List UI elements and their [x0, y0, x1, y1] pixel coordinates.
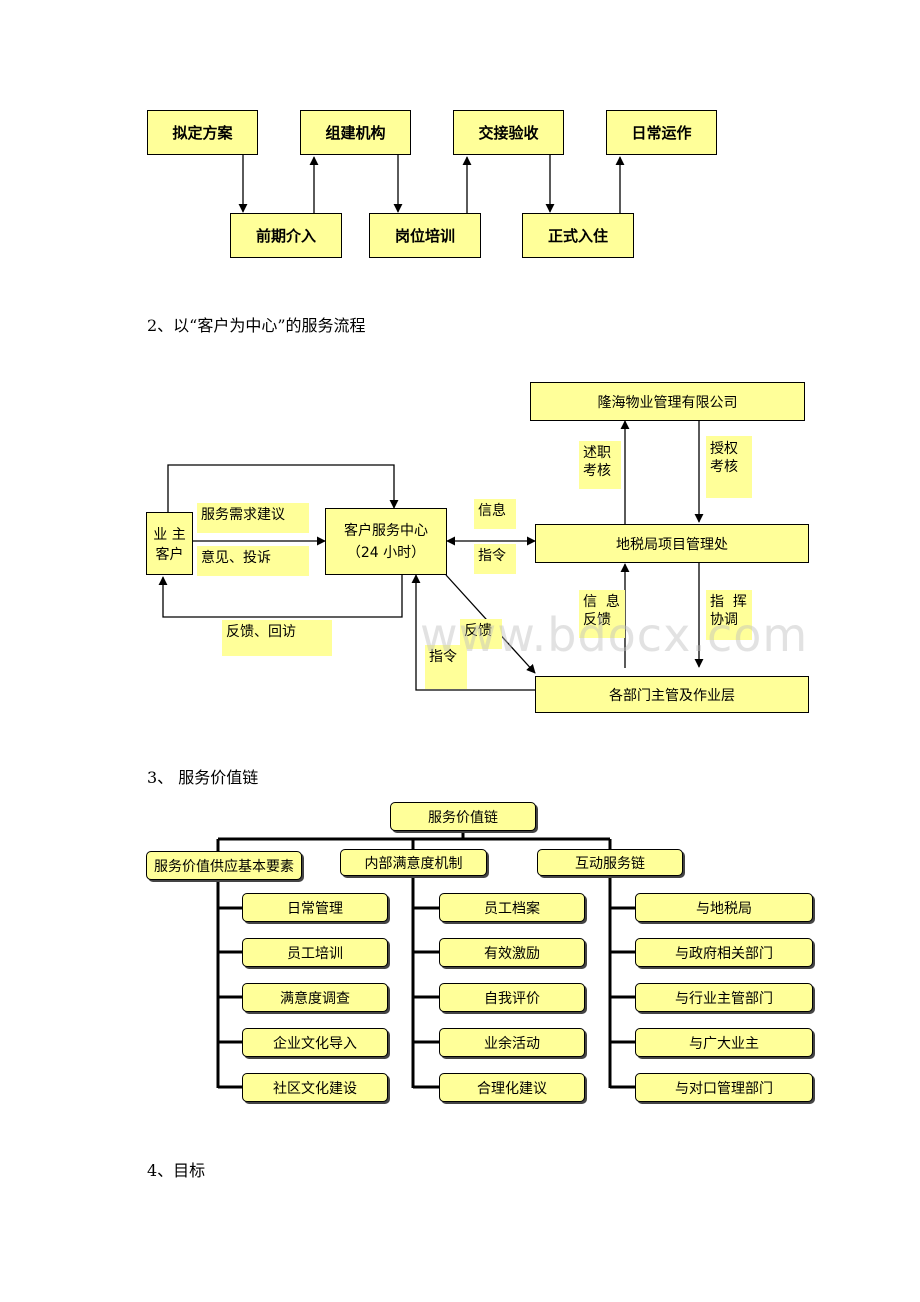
value-chain-tree	[216, 831, 635, 1089]
item-satisfaction-survey: 满意度调查	[242, 983, 388, 1012]
section3-heading: 3、 服务价值链	[147, 768, 259, 787]
item-community-culture: 社区文化建设	[242, 1073, 388, 1102]
flow1-step-training: 岗位培训	[369, 213, 481, 258]
departments-box: 各部门主管及作业层	[535, 676, 809, 713]
flow1-step-daily: 日常运作	[606, 110, 717, 155]
service-request-label: 服务需求建议	[197, 503, 309, 533]
command-label: 指令	[474, 544, 516, 574]
value-chain-root: 服务价值链	[390, 802, 536, 831]
tax-office-box: 地税局项目管理处	[535, 524, 809, 563]
section4-heading: 4、目标	[147, 1161, 206, 1180]
item-with-tax-bureau: 与地税局	[635, 893, 813, 922]
command2-label: 指令	[425, 645, 467, 689]
item-with-government: 与政府相关部门	[635, 938, 813, 967]
item-with-counterpart-departments: 与对口管理部门	[635, 1073, 813, 1102]
item-leisure-activities: 业余活动	[439, 1028, 585, 1057]
flow1-step-plan: 拟定方案	[147, 110, 258, 155]
item-with-industry-authority: 与行业主管部门	[635, 983, 813, 1012]
item-corporate-culture: 企业文化导入	[242, 1028, 388, 1057]
item-with-owners: 与广大业主	[635, 1028, 813, 1057]
branch-interactive-chain: 互动服务链	[537, 849, 683, 876]
item-staff-files: 员工档案	[439, 893, 585, 922]
feedback-label: 反馈	[460, 619, 502, 649]
info-label: 信息	[474, 499, 516, 529]
branch-supply-elements: 服务价值供应基本要素	[146, 851, 302, 880]
item-daily-management: 日常管理	[242, 893, 388, 922]
flow1-step-handover: 交接验收	[453, 110, 564, 155]
flow1-step-movein: 正式入住	[522, 213, 634, 258]
authorize-label: 授权 考核	[706, 436, 752, 498]
item-suggestions: 合理化建议	[439, 1073, 585, 1102]
watermark: www.bdocx.com	[420, 608, 809, 662]
service-center-box: 客户服务中心 （24 小时）	[325, 508, 447, 575]
direct-label: 指 挥 协调	[706, 590, 752, 640]
flow2-arrows	[158, 420, 704, 691]
flow1-arrows	[238, 155, 625, 213]
report-label: 述职 考核	[579, 441, 621, 489]
flow1-step-early: 前期介入	[230, 213, 342, 258]
owner-box: 业 主 客户	[146, 512, 193, 575]
item-incentive: 有效激励	[439, 938, 585, 967]
opinion-label: 意见、投诉	[197, 546, 309, 576]
branch-internal-satisfaction: 内部满意度机制	[340, 849, 487, 876]
item-self-evaluation: 自我评价	[439, 983, 585, 1012]
company-box: 隆海物业管理有限公司	[530, 382, 805, 421]
section2-heading: 2、以“客户为中心”的服务流程	[147, 316, 366, 335]
item-staff-training: 员工培训	[242, 938, 388, 967]
info-feedback-label: 信 息 反馈	[579, 590, 625, 638]
flow1-step-organize: 组建机构	[300, 110, 411, 155]
feedback-visit-label: 反馈、回访	[222, 620, 332, 656]
